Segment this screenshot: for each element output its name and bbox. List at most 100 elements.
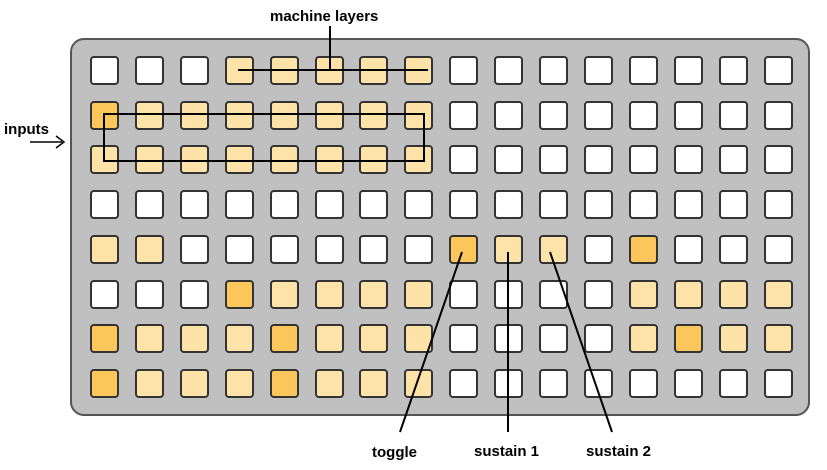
grid-pad[interactable] [225, 324, 254, 353]
grid-pad[interactable] [539, 324, 568, 353]
grid-pad[interactable] [90, 101, 119, 130]
grid-pad[interactable] [449, 56, 478, 85]
grid-pad[interactable] [180, 324, 209, 353]
grid-pad[interactable] [584, 369, 613, 398]
grid-pad[interactable] [90, 324, 119, 353]
grid-pad[interactable] [719, 324, 748, 353]
grid-pad[interactable] [135, 101, 164, 130]
grid-pad[interactable] [629, 369, 658, 398]
grid-pad[interactable] [719, 280, 748, 309]
grid-pad[interactable] [584, 235, 613, 264]
grid-pad[interactable] [539, 56, 568, 85]
grid-pad[interactable] [180, 145, 209, 174]
grid-pad[interactable] [494, 56, 523, 85]
grid-pad[interactable] [539, 369, 568, 398]
grid-pad[interactable] [404, 145, 433, 174]
grid-pad[interactable] [270, 369, 299, 398]
grid-pad[interactable] [315, 101, 344, 130]
grid-pad[interactable] [270, 280, 299, 309]
grid-pad[interactable] [404, 280, 433, 309]
grid-pad[interactable] [494, 101, 523, 130]
grid-pad[interactable] [315, 324, 344, 353]
grid-pad[interactable] [449, 190, 478, 219]
grid-pad[interactable] [359, 101, 388, 130]
grid-pad[interactable] [449, 280, 478, 309]
grid-pad[interactable] [135, 190, 164, 219]
grid-pad[interactable] [629, 145, 658, 174]
grid-pad[interactable] [539, 235, 568, 264]
grid-pad[interactable] [404, 101, 433, 130]
grid-pad[interactable] [315, 369, 344, 398]
grid-pad[interactable] [359, 280, 388, 309]
grid-pad[interactable] [539, 280, 568, 309]
grid-pad[interactable] [270, 101, 299, 130]
grid-pad[interactable] [494, 369, 523, 398]
grid-pad[interactable] [270, 235, 299, 264]
grid-pad[interactable] [404, 56, 433, 85]
grid-pad[interactable] [494, 235, 523, 264]
grid-pad[interactable] [315, 280, 344, 309]
grid-pad[interactable] [719, 101, 748, 130]
grid-pad[interactable] [315, 235, 344, 264]
grid-pad[interactable] [764, 369, 793, 398]
grid-pad[interactable] [494, 145, 523, 174]
grid-pad[interactable] [674, 324, 703, 353]
grid-pad[interactable] [404, 235, 433, 264]
grid-pad[interactable] [719, 190, 748, 219]
grid-pad[interactable] [180, 369, 209, 398]
grid-pad[interactable] [180, 101, 209, 130]
grid-pad[interactable] [315, 190, 344, 219]
grid-pad[interactable] [225, 235, 254, 264]
grid-pad[interactable] [449, 324, 478, 353]
grid-pad[interactable] [359, 369, 388, 398]
grid-pad[interactable] [359, 324, 388, 353]
grid-pad[interactable] [90, 56, 119, 85]
grid-pad[interactable] [315, 56, 344, 85]
grid-pad[interactable] [90, 369, 119, 398]
grid-pad[interactable] [629, 190, 658, 219]
grid-pad[interactable] [135, 324, 164, 353]
grid-pad[interactable] [135, 56, 164, 85]
grid-pad[interactable] [764, 235, 793, 264]
grid-pad[interactable] [180, 190, 209, 219]
grid-pad[interactable] [135, 235, 164, 264]
grid-pad[interactable] [584, 145, 613, 174]
grid-pad[interactable] [225, 280, 254, 309]
grid-pad[interactable] [449, 101, 478, 130]
grid-pad[interactable] [674, 369, 703, 398]
grid-pad[interactable] [135, 369, 164, 398]
grid-pad[interactable] [719, 145, 748, 174]
grid-pad[interactable] [674, 280, 703, 309]
grid-pad[interactable] [494, 280, 523, 309]
grid-pad[interactable] [494, 324, 523, 353]
grid-pad[interactable] [359, 145, 388, 174]
grid-pad[interactable] [764, 101, 793, 130]
grid-pad[interactable] [359, 56, 388, 85]
grid-pad[interactable] [719, 235, 748, 264]
grid-pad[interactable] [359, 190, 388, 219]
grid-pad[interactable] [764, 190, 793, 219]
grid-pad[interactable] [225, 369, 254, 398]
grid-pad[interactable] [449, 235, 478, 264]
grid-pad[interactable] [225, 101, 254, 130]
grid-pad[interactable] [584, 190, 613, 219]
grid-pad[interactable] [270, 324, 299, 353]
grid-pad[interactable] [90, 145, 119, 174]
grid-pad[interactable] [225, 56, 254, 85]
grid-pad[interactable] [135, 280, 164, 309]
grid-pad[interactable] [674, 101, 703, 130]
grid-pad[interactable] [674, 190, 703, 219]
grid-pad[interactable] [764, 145, 793, 174]
grid-pad[interactable] [315, 145, 344, 174]
grid-pad[interactable] [180, 280, 209, 309]
grid-pad[interactable] [764, 280, 793, 309]
grid-pad[interactable] [629, 56, 658, 85]
grid-pad[interactable] [225, 145, 254, 174]
grid-pad[interactable] [674, 235, 703, 264]
grid-pad[interactable] [539, 145, 568, 174]
grid-pad[interactable] [270, 190, 299, 219]
grid-pad[interactable] [270, 145, 299, 174]
grid-pad[interactable] [404, 369, 433, 398]
grid-pad[interactable] [629, 324, 658, 353]
grid-pad[interactable] [449, 145, 478, 174]
